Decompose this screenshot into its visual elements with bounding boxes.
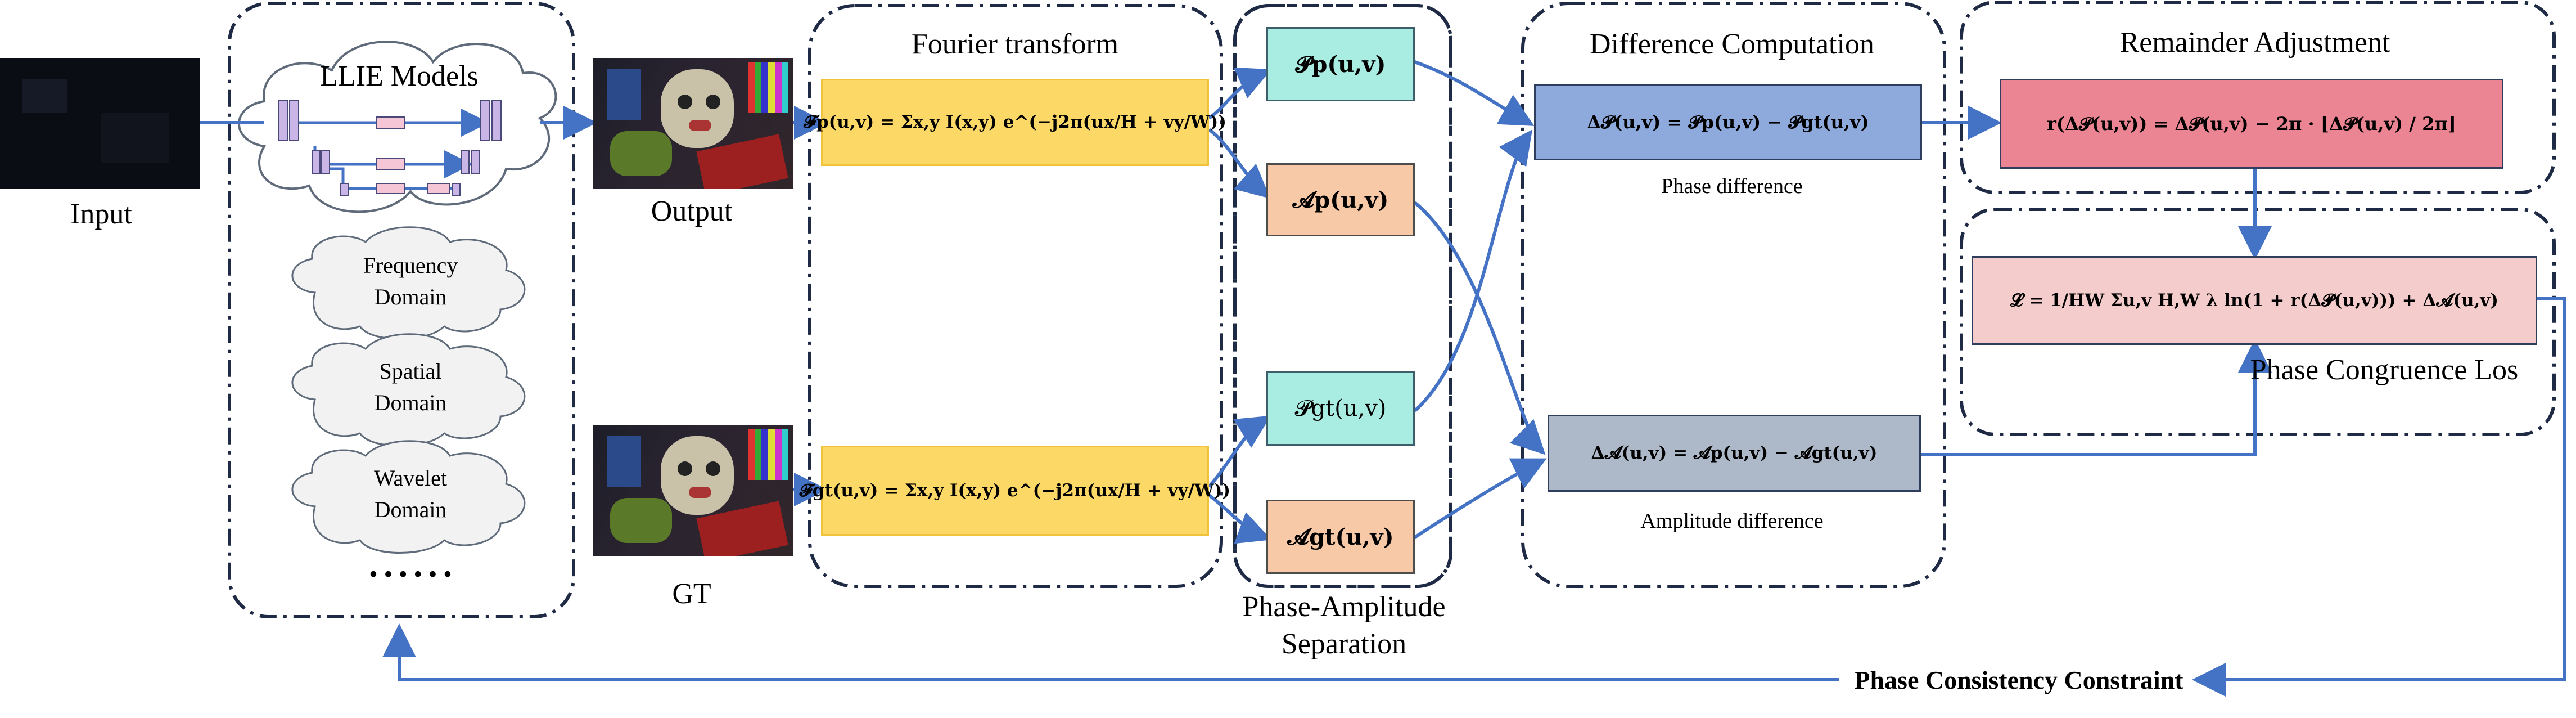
fourier-gt-formula: 𝓕gt(u,v) = Σx,y I(x,y) e^(−j2π(ux/H + vy…	[799, 480, 1231, 501]
arrow-fourier-to-phase-p	[1208, 67, 1271, 120]
fourier-gt-box: 𝓕gt(u,v) = Σx,y I(x,y) e^(−j2π(ux/H + vy…	[800, 446, 1230, 536]
amplitude-diff-formula: Δ𝓐(u,v) = 𝓐p(u,v) − 𝓐gt(u,v)	[1591, 443, 1878, 463]
remainder-formula: r(Δ𝓟(u,v)) = Δ𝓟(u,v) − 2π · ⌊Δ𝓟(u,v) / 2…	[2047, 113, 2456, 134]
wavelet-domain-label: Wavelet Domain	[373, 465, 448, 522]
frequency-domain-label: Frequency Domain	[363, 253, 458, 309]
spatial-cloud	[291, 333, 526, 447]
fourier-transform-title: Fourier transform	[911, 28, 1119, 60]
input-label: Input	[70, 198, 132, 230]
fourier-transform-container	[808, 4, 1223, 588]
llie-models-title: LLIE Models	[320, 60, 479, 92]
phase-diff-box: Δ𝓟(u,v) = 𝓟p(u,v) − 𝓟gt(u,v)	[1534, 84, 1922, 160]
loss-formula: 𝓛 = 1/HW Σu,v H,W λ ln(1 + r(Δ𝓟(u,v))) +…	[2010, 290, 2498, 311]
phase-congruence-container	[1960, 208, 2556, 436]
arrow-fourier-to-amp-gt	[1208, 493, 1272, 544]
output-image	[593, 58, 793, 189]
phase-output-box: 𝓟p(u,v)	[1266, 27, 1415, 101]
separation-inner-dash	[1233, 4, 1452, 588]
amplitude-gt-box: 𝓐gt(u,v)	[1266, 500, 1415, 574]
phase-congruence-loss-title: Phase Congruence Los	[2250, 354, 2519, 386]
phase-output-formula: 𝓟p(u,v)	[1295, 51, 1386, 78]
wavelet-cloud	[291, 440, 526, 554]
amplitude-output-box: 𝓐p(u,v)	[1266, 163, 1415, 236]
spatial-domain-label: Spatial Domain	[374, 358, 447, 415]
ellipsis: • • • • • •	[369, 560, 452, 588]
arrow-phase-p-to-diff	[1414, 60, 1535, 126]
amplitude-diff-box: Δ𝓐(u,v) = 𝓐p(u,v) − 𝓐gt(u,v)	[1548, 415, 1921, 492]
arrow-amp-diff-to-loss	[1915, 339, 2272, 456]
phase-gt-box: 𝓟gt(u,v)	[1266, 371, 1415, 446]
arrow-fourier-to-amp-p	[1208, 128, 1271, 199]
loss-box: 𝓛 = 1/HW Σu,v H,W λ ln(1 + r(Δ𝓟(u,v))) +…	[1972, 256, 2537, 345]
remainder-box: r(Δ𝓟(u,v)) = Δ𝓟(u,v) − 2π · ⌊Δ𝓟(u,v) / 2…	[2000, 79, 2503, 169]
llie-models-container	[228, 2, 575, 618]
amplitude-output-formula: 𝓐p(u,v)	[1292, 186, 1389, 213]
input-image	[0, 58, 200, 189]
output-label: Output	[651, 195, 733, 227]
arrow-amp-p-to-diff	[1414, 201, 1546, 455]
amplitude-difference-label: Amplitude difference	[1640, 509, 1824, 533]
phase-consistency-constraint-label: Phase Consistency Constraint	[1854, 666, 2183, 694]
remainder-adjustment-title: Remainder Adjustment	[2119, 26, 2390, 59]
gt-image	[593, 425, 793, 556]
phase-difference-label: Phase difference	[1661, 174, 1803, 198]
feedback-line	[2192, 297, 2566, 697]
remainder-adjustment-container	[1960, 1, 2556, 194]
arrow-amp-gt-to-diff	[1414, 458, 1547, 539]
phase-gt-formula: 𝓟gt(u,v)	[1294, 396, 1387, 421]
arrow-phase-gt-to-diff	[1414, 129, 1533, 412]
gt-label: GT	[672, 578, 711, 610]
difference-computation-container	[1521, 2, 1946, 588]
arrow-fourier-to-phase-gt	[1207, 415, 1271, 488]
phase-diff-formula: Δ𝓟(u,v) = 𝓟p(u,v) − 𝓟gt(u,v)	[1587, 111, 1869, 133]
feedback-line-left	[382, 623, 1839, 681]
phase-amplitude-title: Phase-Amplitude Separation	[1242, 591, 1446, 660]
fourier-output-box: 𝓕p(u,v) = Σx,y I(x,y) e^(−j2π(ux/H + vy/…	[804, 79, 1226, 166]
fourier-output-formula: 𝓕p(u,v) = Σx,y I(x,y) e^(−j2π(ux/H + vy/…	[804, 112, 1226, 132]
frequency-cloud	[291, 226, 526, 340]
difference-computation-title: Difference Computation	[1590, 28, 1874, 60]
amplitude-gt-formula: 𝓐gt(u,v)	[1287, 523, 1394, 550]
